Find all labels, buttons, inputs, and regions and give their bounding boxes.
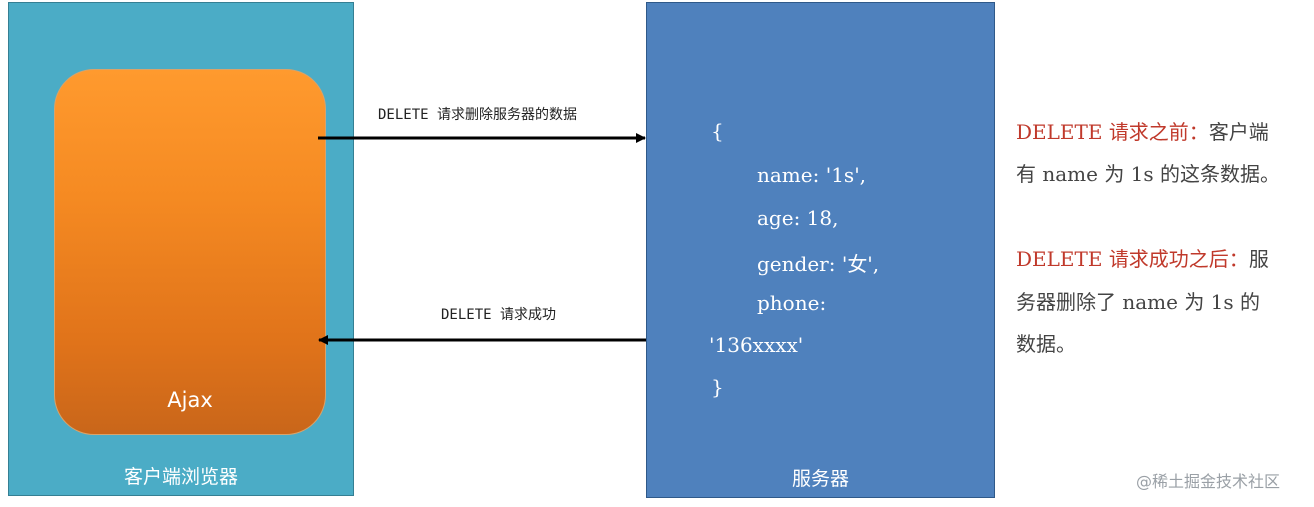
- client-browser-label: 客户端浏览器: [123, 466, 238, 488]
- note-after-line1: DELETE 请求成功之后：服: [1016, 243, 1269, 272]
- code-line-age: age: 18,: [757, 206, 839, 230]
- note-after-line2: 务器删除了 name 为 1s 的: [1016, 290, 1261, 314]
- ajax-box: Ajax: [54, 69, 326, 435]
- request-arrow-label: DELETE 请求删除服务器的数据: [378, 107, 578, 123]
- note-before-line1: DELETE 请求之前：客户端: [1016, 116, 1269, 145]
- code-line-phone-value: '136xxxx': [709, 333, 804, 357]
- code-line-phone-key: phone:: [757, 291, 827, 315]
- server-label: 服务器: [791, 468, 849, 490]
- code-line-open-brace: {: [711, 119, 724, 143]
- code-line-name: name: '1s',: [757, 163, 867, 187]
- response-arrow-label: DELETE 请求成功: [441, 307, 557, 323]
- note-after-line3: 数据。: [1016, 332, 1076, 356]
- note-before-line2: 有 name 为 1s 的这条数据。: [1016, 162, 1281, 186]
- note-after-line1-rest: 服: [1248, 247, 1269, 271]
- note-before-highlight: DELETE 请求之前：: [1016, 120, 1209, 144]
- server-panel: { name: '1s', age: 18, gender: '女', phon…: [646, 2, 995, 498]
- client-browser-panel: Ajax 客户端浏览器: [8, 2, 354, 496]
- note-after-highlight: DELETE 请求成功之后：: [1016, 247, 1249, 271]
- code-line-gender: gender: '女',: [757, 252, 880, 276]
- ajax-label: Ajax: [167, 388, 213, 412]
- watermark: @稀土掘金技术社区: [1136, 472, 1281, 491]
- code-line-close-brace: }: [711, 375, 724, 399]
- note-before-line1-rest: 客户端: [1208, 120, 1269, 144]
